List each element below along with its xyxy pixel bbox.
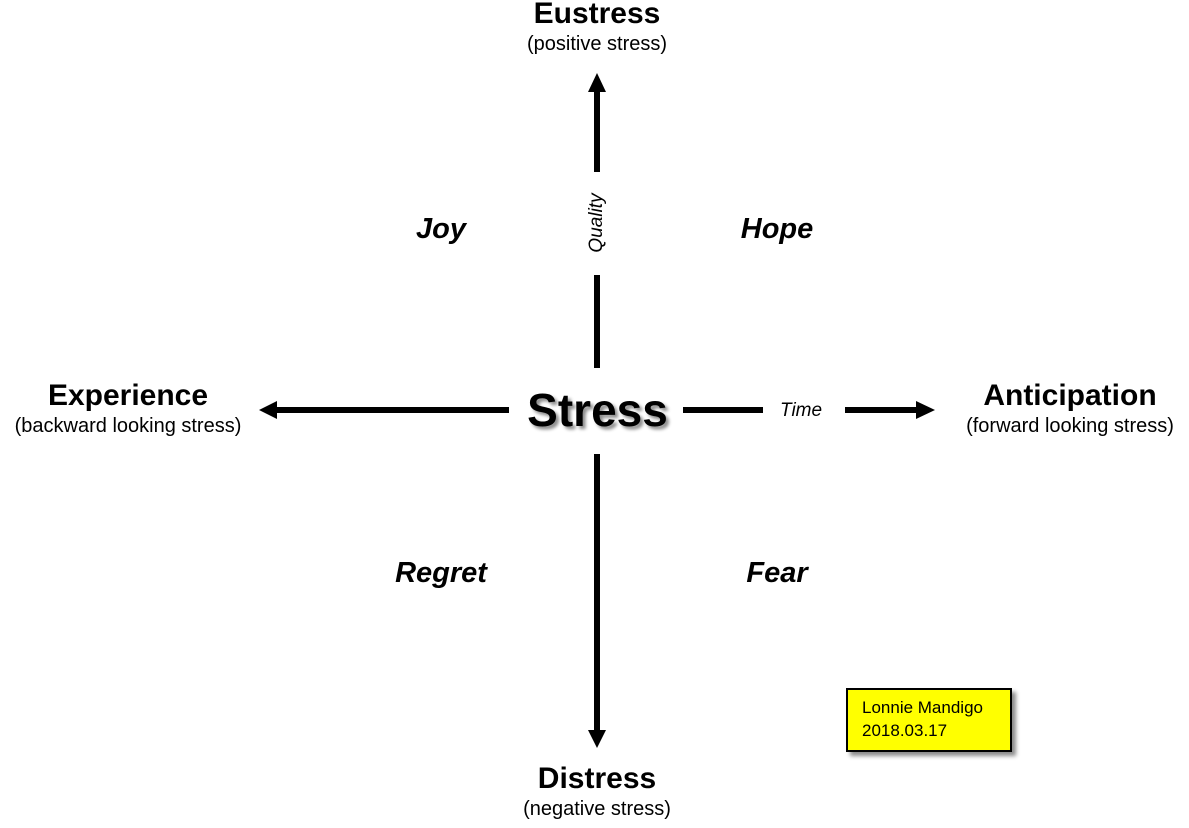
anticipation-title: Anticipation	[983, 379, 1157, 412]
center-stress-label: Stress	[527, 384, 668, 436]
eustress-subtitle: (positive stress)	[526, 33, 668, 55]
quadrant-hope: Hope	[740, 213, 814, 245]
time-axis-label: Time	[780, 400, 823, 421]
quadrant-regret: Regret	[395, 557, 487, 589]
experience-title: Experience	[47, 379, 209, 412]
distress-title: Distress	[537, 762, 657, 795]
pole-bottom: Distress (negative stress)	[497, 762, 697, 822]
left-arrow-head	[259, 401, 277, 419]
author-note: Lonnie Mandigo 2018.03.17	[846, 688, 1012, 752]
quadrant-fear: Fear	[746, 557, 808, 589]
eustress-title: Eustress	[533, 0, 661, 30]
pole-right: Anticipation (forward looking stress)	[950, 379, 1189, 439]
up-arrow-head	[588, 73, 606, 92]
pole-left: Experience (backward looking stress)	[0, 379, 256, 439]
right-arrow-head	[916, 401, 935, 419]
down-arrow-head	[588, 730, 606, 748]
distress-subtitle: (negative stress)	[523, 798, 671, 820]
quadrant-joy: Joy	[416, 213, 466, 245]
note-date: 2018.03.17	[862, 721, 948, 740]
anticipation-subtitle: (forward looking stress)	[966, 415, 1174, 437]
quality-axis-label: Quality	[586, 193, 607, 253]
experience-subtitle: (backward looking stress)	[14, 415, 242, 437]
author-name: Lonnie Mandigo	[862, 698, 983, 717]
pole-top: Eustress (positive stress)	[497, 0, 697, 57]
